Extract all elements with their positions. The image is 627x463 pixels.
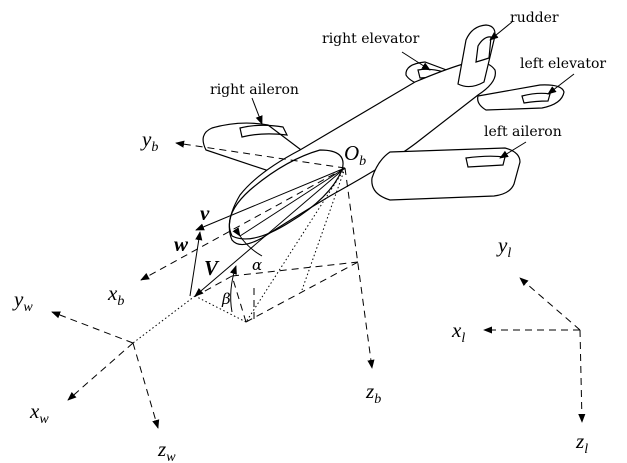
rudder-surface (475, 36, 492, 63)
right-aileron (239, 124, 289, 138)
nose-canopy (228, 149, 344, 240)
projection-dotted-3 (194, 295, 247, 323)
xw-axis (67, 342, 134, 401)
fuselage (228, 61, 496, 246)
alpha-ray (239, 167, 346, 237)
zl-label: zl (575, 429, 588, 457)
yl-label: yl (496, 233, 511, 261)
v-component-vector (195, 167, 346, 231)
zl-axis (578, 329, 586, 423)
velocity-vector (194, 167, 346, 297)
projection-dotted-1 (245, 167, 346, 323)
wind-frame-axes (51, 295, 196, 429)
yb-axis (175, 140, 346, 169)
xl-label: xl (451, 318, 465, 346)
xb-axis (140, 167, 346, 281)
left-wing (371, 147, 521, 201)
zw-axis (132, 342, 160, 429)
right-elevator-label: right elevator (322, 31, 420, 47)
right-elevator-leader (401, 51, 431, 71)
velocity-construction (189, 167, 359, 323)
yl-axis (519, 277, 581, 331)
rudder-label: rudder (510, 10, 559, 26)
projection-dashed-2 (231, 275, 247, 323)
left-aileron-leader (499, 141, 527, 159)
origin-label: Ob (344, 141, 366, 169)
alpha-arc (232, 227, 263, 257)
v-label: v (200, 201, 210, 225)
projection-dashed-3 (231, 261, 359, 277)
airplane (202, 24, 565, 246)
zw-label: zw (157, 437, 176, 463)
left-aileron (465, 155, 506, 168)
rudder-leader (489, 21, 513, 41)
right-aileron-label: right aileron (210, 82, 299, 98)
local-frame-axes (483, 277, 586, 423)
w-component-vector (189, 231, 203, 297)
left-aileron-label: left aileron (484, 124, 562, 140)
V-label: V (204, 256, 220, 280)
text-labels: rudder right elevator left elevator righ… (12, 10, 606, 463)
projection-dotted-2 (301, 167, 346, 291)
w-label: w (174, 232, 189, 256)
left-elevator-leader (547, 73, 575, 95)
zb-axis (344, 167, 375, 369)
label-leaders (251, 21, 575, 159)
xb-label: xb (107, 281, 124, 309)
left-elevator (521, 92, 551, 104)
projection-dashed-4 (195, 275, 233, 297)
body-frame-axes (140, 140, 375, 369)
wind-x-line-dotted (132, 295, 196, 344)
yb-label: yb (140, 127, 158, 155)
beta-arc (230, 265, 237, 313)
alpha-label: α (252, 256, 262, 274)
right-aileron-leader (251, 97, 263, 125)
zb-label: zb (365, 379, 381, 407)
yw-label: yw (12, 287, 33, 315)
left-elevator-label: left elevator (520, 56, 606, 72)
yw-axis (51, 311, 134, 344)
projection-dashed-1 (245, 261, 359, 323)
beta-label: β (221, 290, 231, 308)
xw-label: xw (29, 399, 49, 427)
left-horizontal-stabilizer (477, 84, 565, 111)
